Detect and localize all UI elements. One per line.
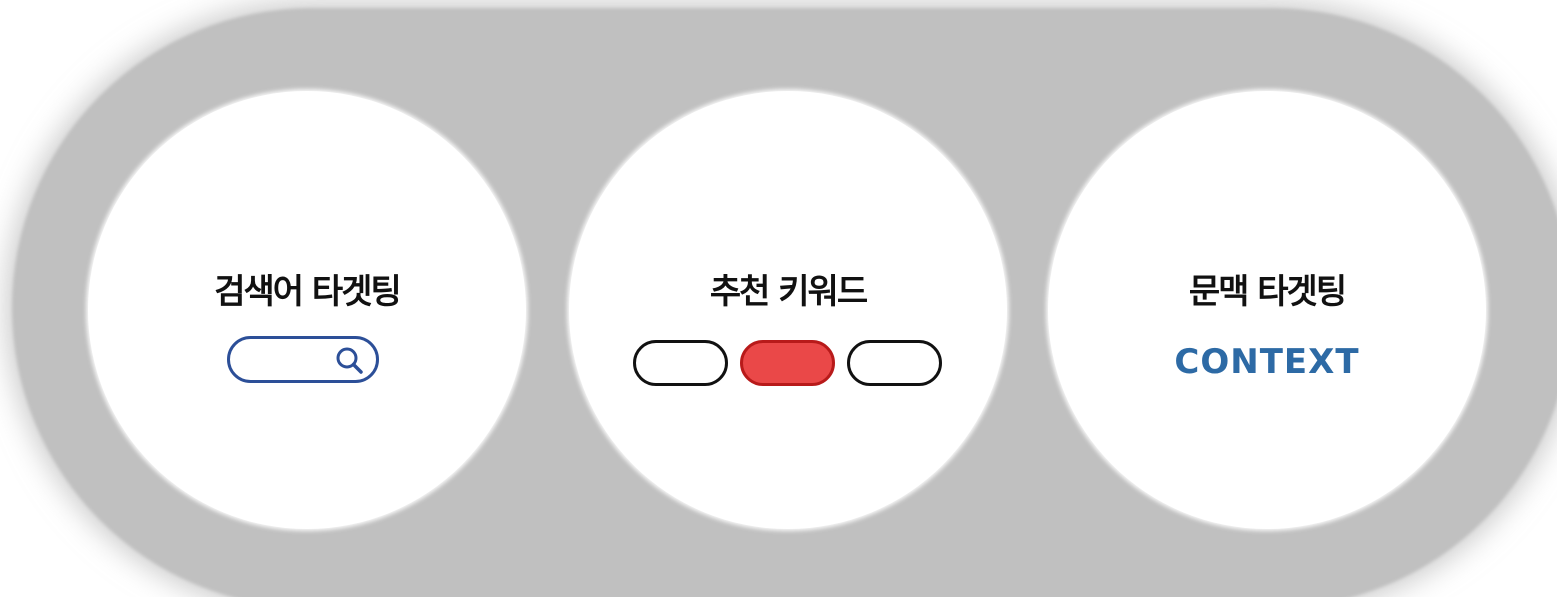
keyword-pill-selected — [740, 340, 835, 386]
panel-recommended-keywords: 추천 키워드 — [569, 91, 1007, 529]
magnifier-icon — [336, 347, 363, 374]
panel-title: 추천 키워드 — [709, 272, 868, 312]
panel-title: 검색어 타겟팅 — [214, 272, 402, 312]
keyword-pill — [633, 340, 728, 386]
keyword-pill — [847, 340, 942, 386]
panel-search-targeting: 검색어 타겟팅 — [88, 91, 526, 529]
panel-context-targeting: 문맥 타겟팅 CONTEXT — [1048, 91, 1486, 529]
search-box-icon — [227, 336, 379, 383]
panel-title: 문맥 타겟팅 — [1188, 272, 1347, 312]
context-label: CONTEXT — [1174, 342, 1360, 382]
